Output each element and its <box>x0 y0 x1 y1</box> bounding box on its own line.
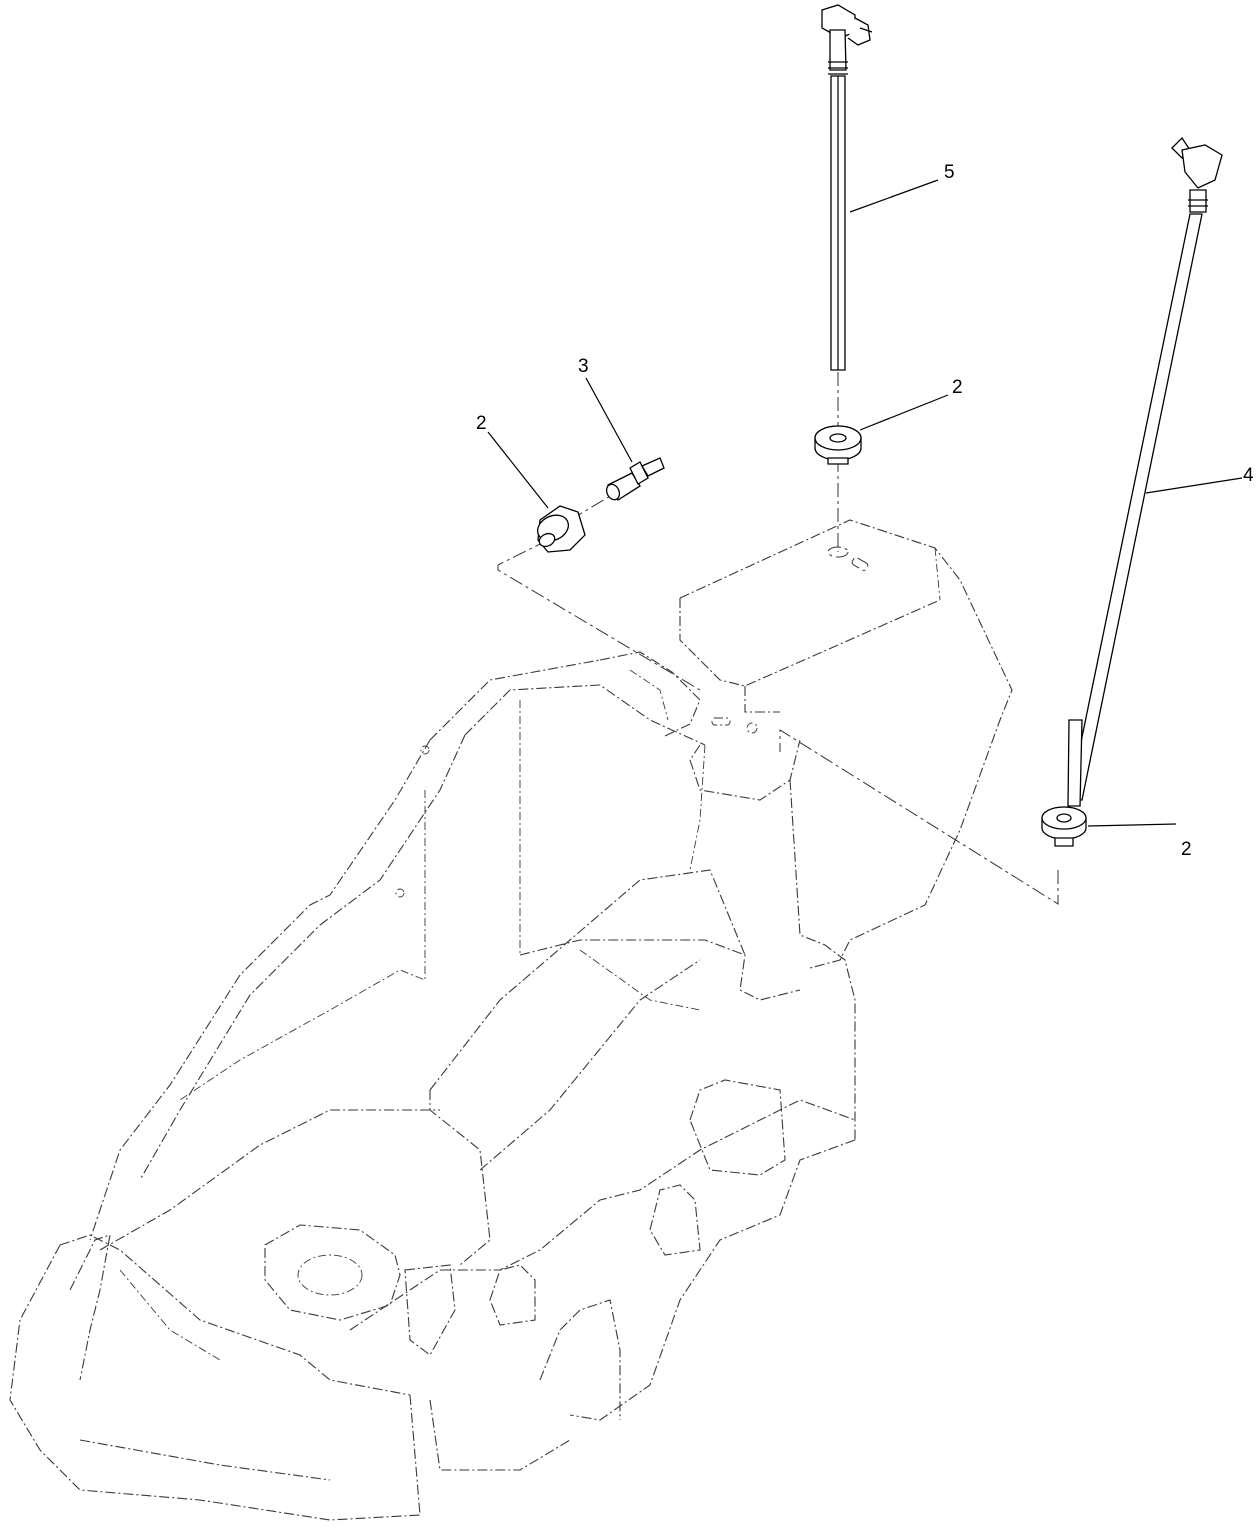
elbow-fitting-tube-5 <box>821 4 873 371</box>
callout-2-left: 2 <box>476 413 487 434</box>
assembly-center-lines <box>497 372 1071 905</box>
callout-3: 3 <box>578 356 589 377</box>
fuel-tank-phantom <box>9 519 1013 1521</box>
callout-4: 4 <box>1243 465 1254 486</box>
callout-labels: 5 3 2 2 4 2 <box>476 162 1254 860</box>
callout-5: 5 <box>944 162 955 183</box>
callout-2-top: 2 <box>952 377 963 398</box>
barbed-fitting-3 <box>605 457 665 501</box>
leader-lines <box>487 179 1243 827</box>
grommet-right <box>1041 806 1087 847</box>
grommet-top <box>814 425 862 465</box>
grommet-left <box>536 505 586 553</box>
elbow-fitting-tube-4 <box>1067 136 1223 807</box>
callout-2-right: 2 <box>1181 839 1192 860</box>
